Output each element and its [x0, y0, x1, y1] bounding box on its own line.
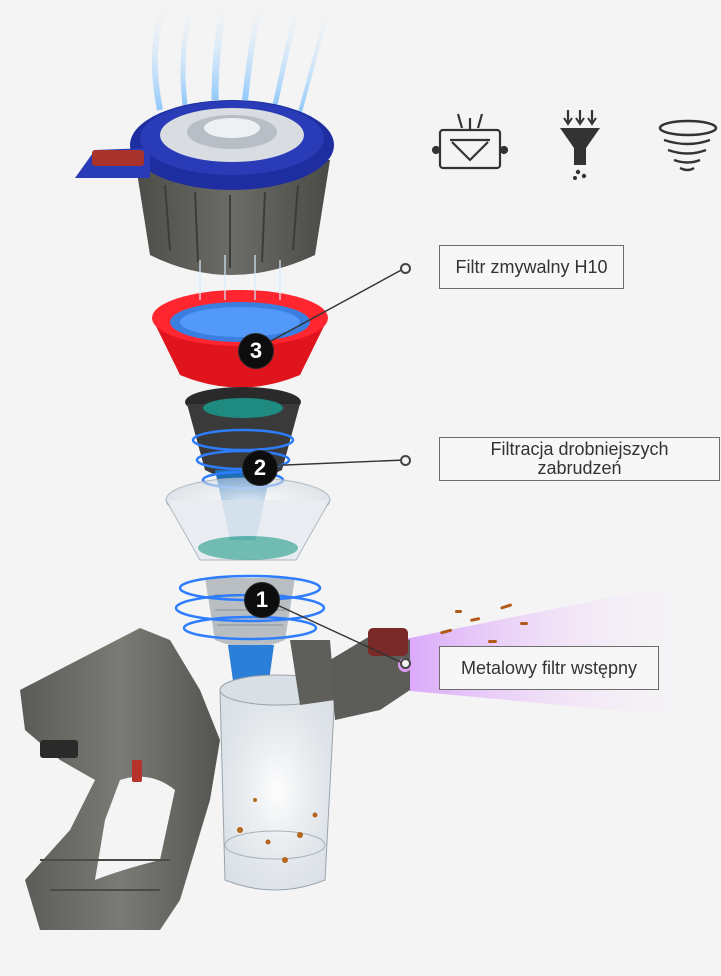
- filter-mesh-icon: [431, 113, 509, 170]
- dust-bin: [219, 640, 337, 891]
- callout-label-fine-filtration: Filtracja drobniejszych zabrudzeń: [439, 437, 720, 481]
- funnel-icon: [560, 110, 600, 180]
- motor-cap: [75, 100, 334, 275]
- callout-dot-1: [400, 658, 411, 669]
- callout-dot-3: [400, 263, 411, 274]
- callout-label-h10-filter: Filtr zmywalny H10: [439, 245, 624, 289]
- inlet-nozzle: [330, 628, 412, 720]
- vacuum-body: [20, 628, 220, 930]
- cyclone-icon: [658, 119, 718, 172]
- callout-leaders: [257, 267, 406, 665]
- cyclone-cup: [165, 477, 331, 561]
- airflow-streams: [151, 0, 332, 113]
- callout-badge-2: 2: [242, 450, 278, 486]
- callout-label-metal-prefilter: Metalowy filtr wstępny: [439, 646, 659, 690]
- callout-badge-3: 3: [238, 333, 274, 369]
- callout-badge-1: 1: [244, 582, 280, 618]
- h10-filter: [152, 255, 328, 388]
- callout-dot-2: [400, 455, 411, 466]
